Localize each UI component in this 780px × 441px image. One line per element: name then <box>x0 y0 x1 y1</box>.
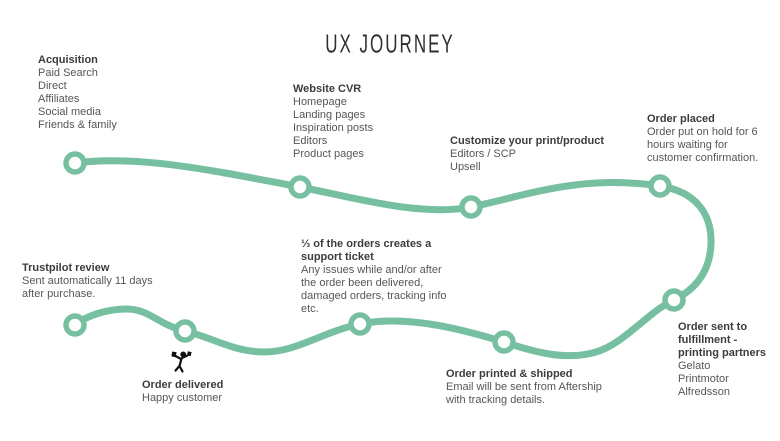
node-order-placed <box>648 174 672 198</box>
step-line: Editors / SCP <box>450 148 517 160</box>
step-order-delivered: Order delivered Happy customer <box>142 379 223 405</box>
node-order-delivered <box>173 319 197 343</box>
journey-path <box>71 157 715 360</box>
step-customize: Customize your print/product Editors / S… <box>450 135 604 174</box>
step-heading: Order printed & shipped <box>446 368 573 380</box>
step-body: Email will be sent from Aftership with t… <box>446 381 602 406</box>
step-website-cvr: Website CVR Homepage Landing pages Inspi… <box>293 83 373 161</box>
step-heading: Acquisition <box>38 54 98 66</box>
step-heading: Order placed <box>647 113 715 125</box>
step-line: Alfredsson <box>678 386 730 398</box>
step-line: Editors <box>293 135 328 147</box>
node-trustpilot <box>63 313 87 337</box>
step-order-placed: Order placed Order put on hold for 6 hou… <box>647 113 767 165</box>
page-title: UX Journey <box>325 29 455 59</box>
step-line: Social media <box>38 106 101 118</box>
step-heading: ⅓ of the orders creates a support ticket <box>301 238 432 263</box>
step-line: Friends & family <box>38 119 117 131</box>
step-body: Sent automatically 11 days after purchas… <box>22 275 153 300</box>
step-fulfillment: Order sent to fulfillment - printing par… <box>678 321 773 399</box>
step-support-ticket: ⅓ of the orders creates a support ticket… <box>301 238 451 316</box>
step-line: Affiliates <box>38 93 80 105</box>
step-line: Direct <box>38 80 67 92</box>
step-line: Happy customer <box>142 392 223 404</box>
step-trustpilot: Trustpilot review Sent automatically 11 … <box>22 262 170 301</box>
step-heading: Order sent to fulfillment - printing par… <box>678 321 767 359</box>
step-heading: Customize your print/product <box>450 135 604 147</box>
step-line: Landing pages <box>293 109 366 121</box>
step-body: Any issues while and/or after the order … <box>301 264 447 315</box>
step-line: Paid Search <box>38 67 98 79</box>
node-customize <box>459 195 483 219</box>
node-acquisition <box>63 151 87 175</box>
step-line: Inspiration posts <box>293 122 374 134</box>
node-printed-shipped <box>492 330 516 354</box>
step-line: Product pages <box>293 148 364 160</box>
step-printed-shipped: Order printed & shipped Email will be se… <box>446 368 616 407</box>
node-support-ticket <box>348 312 372 336</box>
step-line: Printmotor <box>678 373 729 385</box>
step-body: Order put on hold for 6 hours waiting fo… <box>647 126 759 164</box>
journey-nodes <box>63 151 686 354</box>
step-heading: Trustpilot review <box>22 262 110 274</box>
step-acquisition: Acquisition Paid Search Direct Affiliate… <box>38 54 117 132</box>
happy-customer-icon <box>171 351 192 373</box>
step-heading: Website CVR <box>293 83 362 95</box>
step-line: Homepage <box>293 96 347 108</box>
step-line: Gelato <box>678 360 711 372</box>
step-line: Upsell <box>450 161 481 173</box>
step-heading: Order delivered <box>142 379 224 391</box>
node-fulfillment <box>662 288 686 312</box>
node-website-cvr <box>288 175 312 199</box>
